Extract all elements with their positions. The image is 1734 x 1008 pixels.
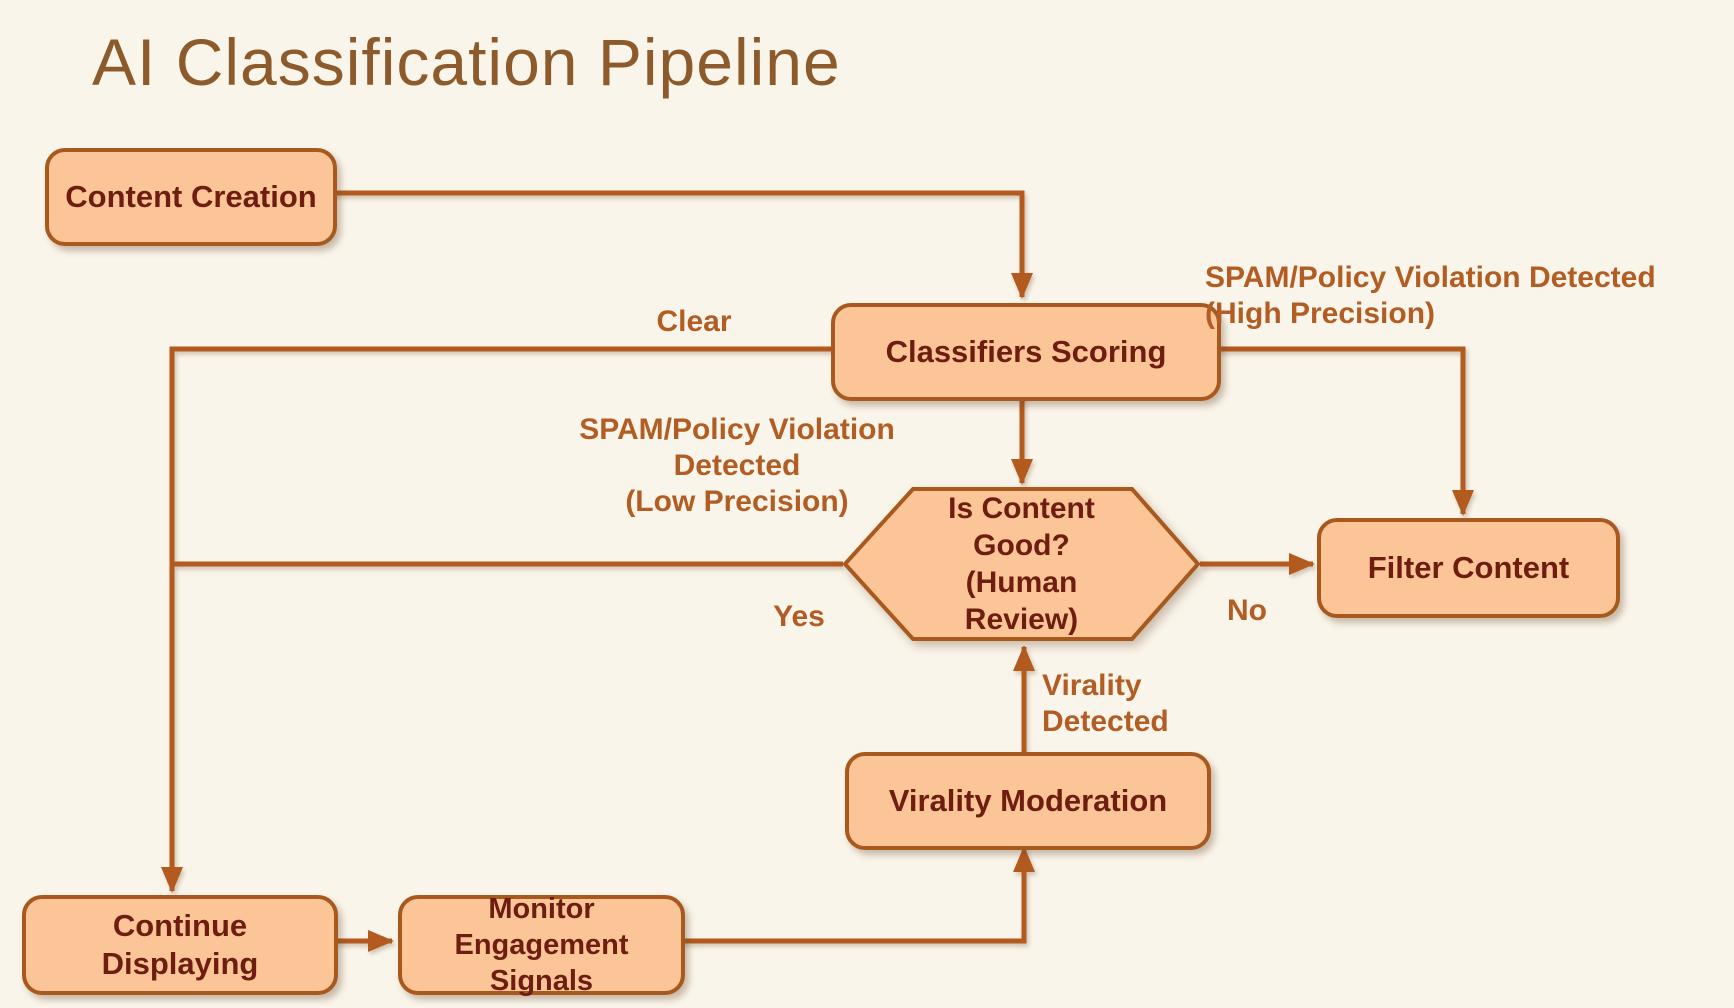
edge-monitor-to-virality (677, 846, 1035, 944)
label-yes: Yes (773, 600, 825, 633)
label-virality-detected: Virality Detected (1042, 669, 1169, 738)
node-is-content-good: Is Content Good? (Human Review) (842, 487, 1201, 641)
label-no: No (1227, 594, 1267, 627)
node-continue-displaying: Continue Displaying (22, 895, 338, 995)
node-virality-moderation: Virality Moderation (845, 752, 1211, 850)
label-low-precision: SPAM/Policy Violation Detected (Low Prec… (579, 413, 895, 518)
edge-clear-to-continue-displaying (161, 346, 831, 893)
label-clear: Clear (656, 305, 732, 338)
edge-high-precision-to-filter (1213, 346, 1474, 516)
node-content-creation: Content Creation (45, 148, 337, 246)
node-filter-content: Filter Content (1317, 518, 1620, 618)
edge-content-creation-to-classifiers (329, 190, 1033, 299)
node-classifiers-scoring: Classifiers Scoring (831, 303, 1221, 401)
diagram-title: AI Classification Pipeline (92, 25, 841, 99)
hexagon-shape (842, 487, 1201, 641)
node-monitor-engagement-signals: Monitor Engagement Signals (398, 893, 685, 997)
label-high-precision: SPAM/Policy Violation Detected (High Pre… (1205, 261, 1656, 330)
hexagon-label: Is Content Good? (Human Review) (948, 492, 1095, 636)
